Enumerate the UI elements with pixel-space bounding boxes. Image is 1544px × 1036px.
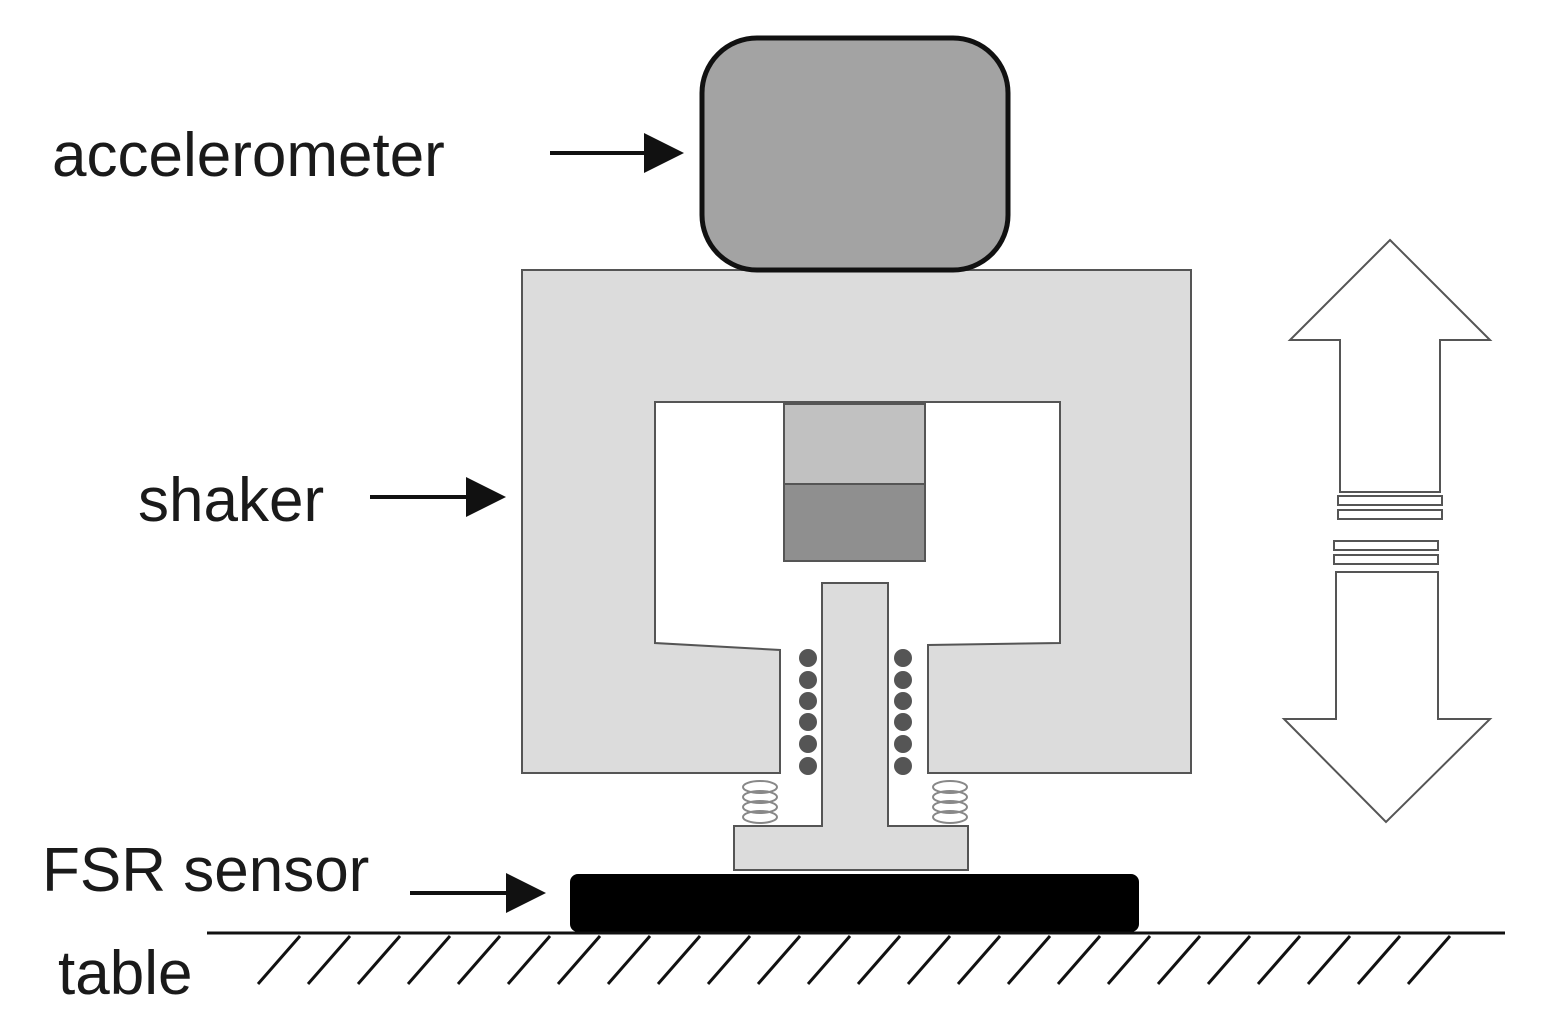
shaker-body [521,269,1192,774]
arrow-break-stripe [1337,509,1443,520]
table-hatching [256,935,1452,985]
arrow-up-part [1287,238,1493,493]
plunger [733,582,969,871]
magnet-bottom [783,483,926,562]
arrow-break-stripe [1333,540,1439,551]
shaker-label: shaker [138,466,324,535]
arrow-down-part [1281,571,1493,824]
fsr-sensor-label: FSR sensor [42,836,369,905]
vibration-direction-arrow [1281,238,1493,824]
magnet-top [783,403,926,485]
arrow-break-stripe [1337,495,1443,506]
fsr-sensor-pad [570,874,1139,932]
coil-right [894,649,912,775]
spring-right [932,780,968,824]
coil-left [799,649,817,775]
arrow-break-stripe [1333,554,1439,565]
accelerometer-label: accelerometer [52,121,445,190]
table-label: table [58,939,192,1008]
accelerometer-block [699,35,1011,273]
spring-left [742,780,778,824]
